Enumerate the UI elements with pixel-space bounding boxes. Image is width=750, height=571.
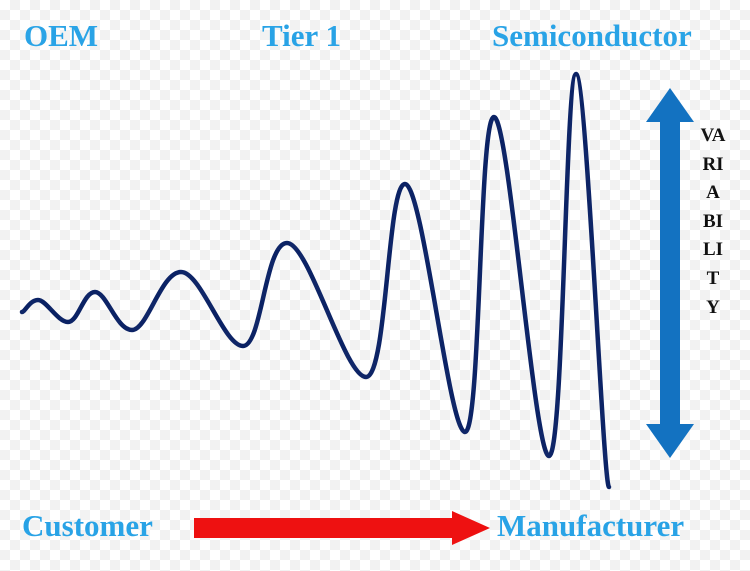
bullwhip-wave	[19, 71, 612, 490]
variability-arrow-down-head	[646, 424, 694, 458]
oem-label: OEM	[24, 18, 99, 53]
customer-label: Customer	[22, 508, 153, 543]
right-arrow-icon	[194, 511, 490, 545]
manufacturer-label: Manufacturer	[497, 508, 685, 543]
flow-arrow-shaft	[194, 518, 456, 538]
variability-arrow-icon	[646, 88, 694, 458]
variability-label: VARIABILITY	[700, 125, 726, 318]
flow-arrow-head	[452, 511, 490, 545]
variability-arrow-shaft	[660, 120, 680, 424]
semiconductor-label: Semiconductor	[492, 18, 692, 53]
tier-1-label: Tier 1	[262, 18, 341, 53]
variability-arrow-up-head	[646, 88, 694, 122]
